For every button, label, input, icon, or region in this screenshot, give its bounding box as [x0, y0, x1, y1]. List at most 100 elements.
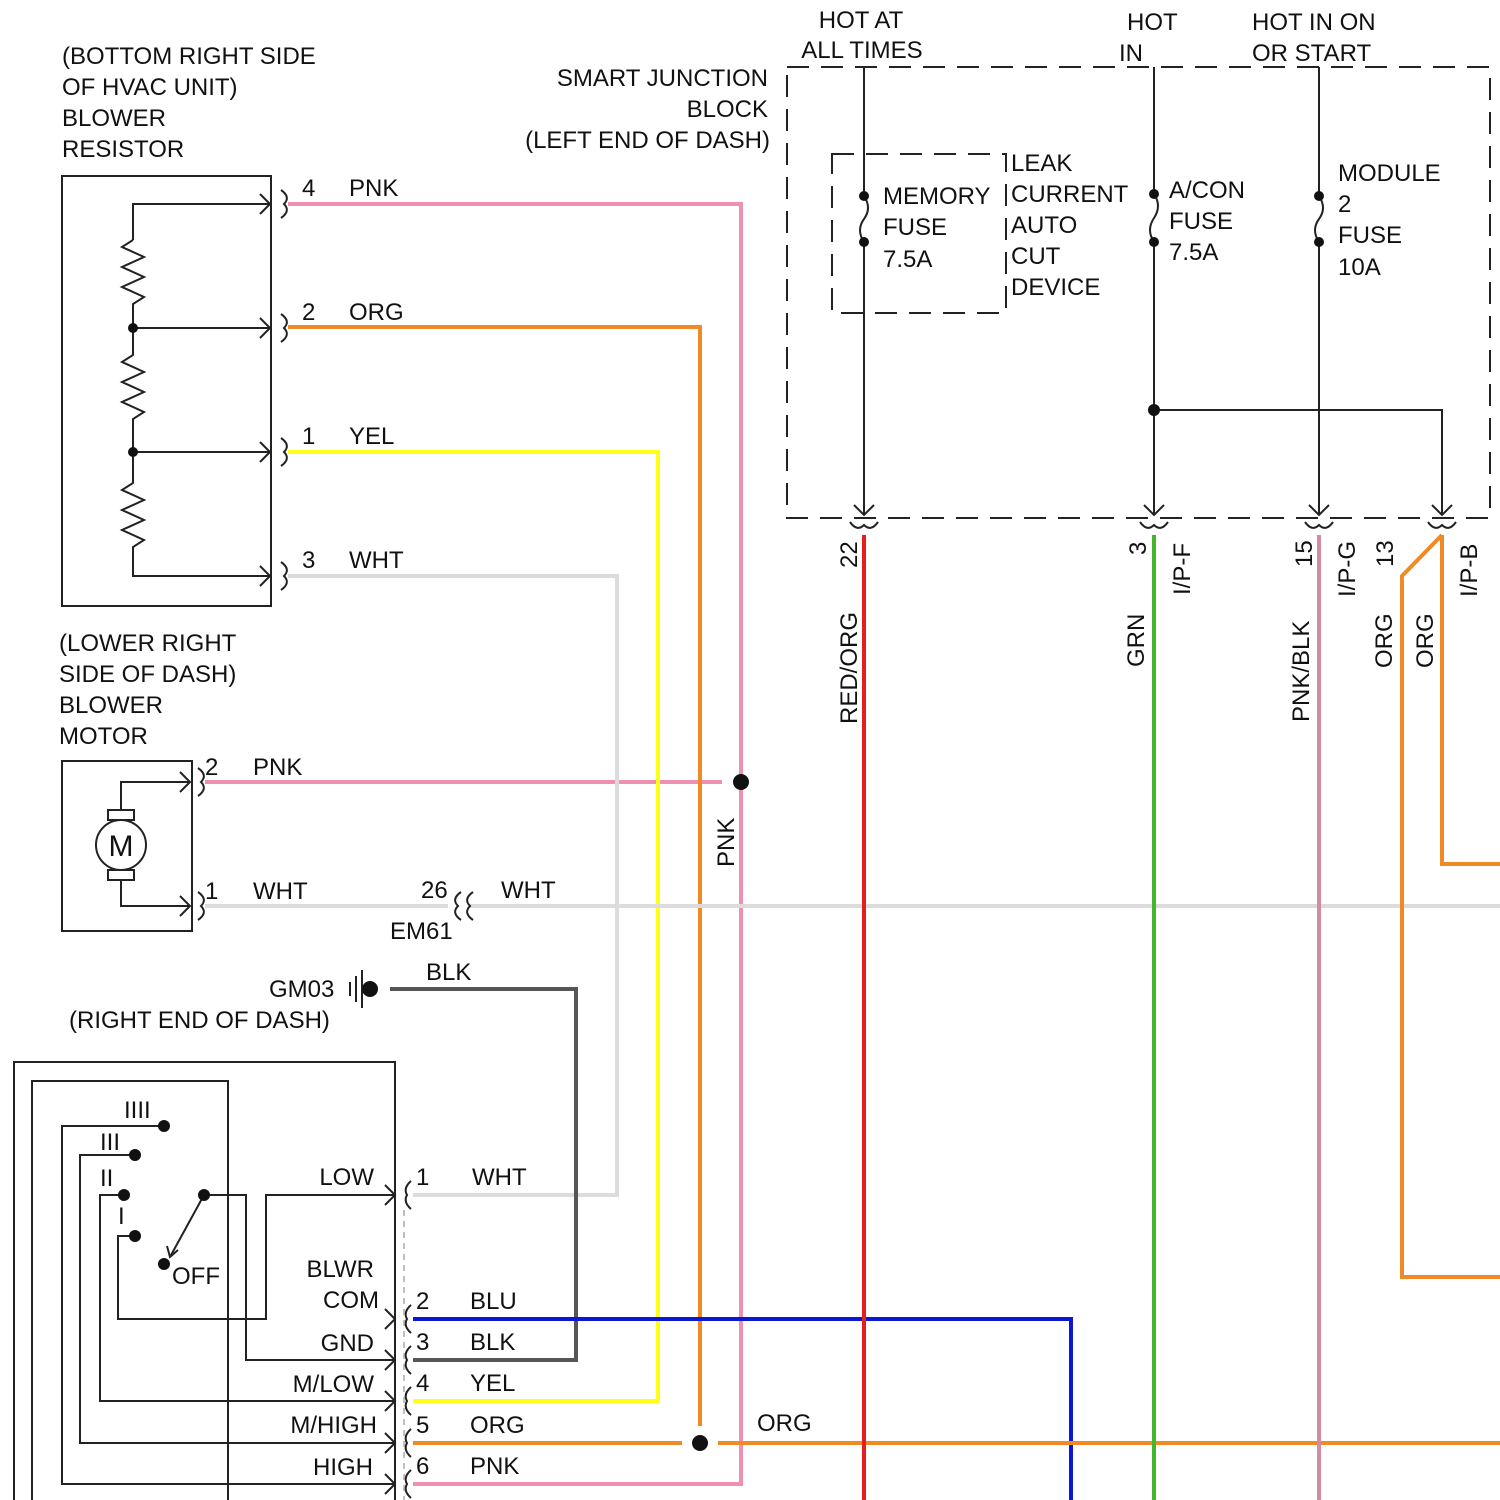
acon-fuse-1: A/CON: [1169, 177, 1245, 204]
motor-name-2: MOTOR: [59, 723, 148, 750]
power-label-1a: HOT AT: [819, 7, 904, 34]
motor-symbol-m: M: [109, 830, 134, 863]
sw-pos-iii: III: [100, 1129, 120, 1156]
sw-pos-i: I: [118, 1203, 125, 1230]
resistor-zigzag-3: [122, 452, 270, 576]
sw-wire-2: BLU: [470, 1288, 517, 1315]
sjb-out-wire-org-1: ORG: [1371, 613, 1398, 668]
resistor-pin-4: 4: [302, 175, 315, 202]
memory-fuse-3: 7.5A: [883, 246, 932, 273]
sw-contact-i: [129, 1230, 141, 1242]
sw-contact-com: [198, 1189, 210, 1201]
sjb-out-pin-22: 22: [836, 541, 863, 568]
resistor-node-dot-1: [128, 323, 138, 333]
motor-wire-pnk: PNK: [253, 754, 302, 781]
sw-pos-iiii: IIII: [124, 1097, 151, 1124]
resistor-node-dot-2: [128, 447, 138, 457]
module-fuse-1: MODULE: [1338, 160, 1441, 187]
resistor-pin-2: 2: [302, 299, 315, 326]
sw-pin-2: 2: [416, 1288, 429, 1315]
wires: [205, 204, 1500, 1500]
bus-acon-branch-dot: [1148, 404, 1160, 416]
leak-device-1: LEAK: [1011, 150, 1072, 177]
blower-resistor: (BOTTOM RIGHT SIDE OF HVAC UNIT) BLOWER …: [62, 43, 404, 606]
motor-lead-bottom: [121, 880, 190, 906]
sw-contact-off: [158, 1258, 170, 1270]
sjb-out-wire-pnkblk: PNK/BLK: [1288, 621, 1315, 722]
resistor-pin-3: 3: [302, 547, 315, 574]
sw-term-mlow: M/LOW: [293, 1371, 375, 1398]
resistor-name-1: BLOWER: [62, 105, 166, 132]
ground-location: (RIGHT END OF DASH): [69, 1007, 330, 1034]
sw-contact-iiii: [158, 1120, 170, 1132]
resistor-wire-org: ORG: [349, 299, 404, 326]
sjb-out-pin-13: 13: [1372, 540, 1399, 567]
sjb-out-wire-org-2: ORG: [1412, 613, 1439, 668]
org-bottom-label: ORG: [757, 1410, 812, 1437]
sw-pos-off: OFF: [172, 1263, 220, 1290]
motor-brush-top: [108, 810, 134, 820]
memory-fuse-1: MEMORY: [883, 183, 991, 210]
acon-fuse-3: 7.5A: [1169, 239, 1218, 266]
sw-term-gnd: GND: [321, 1330, 374, 1357]
resistor-wire-yel: YEL: [349, 423, 394, 450]
sw-pin-4: 4: [416, 1370, 429, 1397]
leak-device-2: CURRENT: [1011, 181, 1129, 208]
resistor-wire-pnk: PNK: [349, 175, 398, 202]
resistor-connector-marks: [260, 190, 287, 590]
resistor-zigzag-2: [122, 328, 144, 452]
resistor-zigzag-1: [122, 240, 144, 328]
leak-device-4: CUT: [1011, 243, 1061, 270]
sw-wire-6: PNK: [470, 1453, 519, 1480]
sjb-out-conn-ipb: I/P-B: [1456, 544, 1483, 597]
sw-wire-5: ORG: [470, 1412, 525, 1439]
motor-lead-top: [121, 782, 190, 810]
resistor-wire-wht: WHT: [349, 547, 404, 574]
sjb-name-3: (LEFT END OF DASH): [525, 127, 770, 154]
em61-connector-mark: [455, 892, 473, 920]
sjb-out-wire-redorg: RED/ORG: [836, 612, 863, 724]
motor-pin-1: 1: [205, 878, 218, 905]
module-fuse-4: 10A: [1338, 254, 1381, 281]
module-fuse-3: FUSE: [1338, 222, 1402, 249]
ground-name: GM03: [269, 976, 334, 1003]
ground-wire-blk: BLK: [426, 959, 471, 986]
motor-location-1: (LOWER RIGHT: [59, 630, 237, 657]
splice-org-dot: [692, 1435, 708, 1451]
sw-pin-3: 3: [416, 1329, 429, 1356]
sw-contact-iii: [129, 1149, 141, 1161]
sw-pin-1: 1: [416, 1164, 429, 1191]
sjb-out-conn-ipg: I/P-G: [1334, 541, 1361, 597]
resistor-location-1: (BOTTOM RIGHT SIDE: [62, 43, 316, 70]
sjb-out-pin-3: 3: [1125, 542, 1152, 555]
resistor-box: [62, 176, 271, 606]
module-fuse-2: 2: [1338, 191, 1351, 218]
leak-device-5: DEVICE: [1011, 274, 1100, 301]
em61-wire-wht: WHT: [501, 877, 556, 904]
resistor-lead-top: [133, 204, 270, 240]
sw-blade: [170, 1195, 204, 1257]
splice-pnk-dot: [733, 774, 749, 790]
acon-fuse-2: FUSE: [1169, 208, 1233, 235]
leak-device-3: AUTO: [1011, 212, 1077, 239]
memory-fuse-2: FUSE: [883, 214, 947, 241]
sw-term-com: COM: [323, 1287, 379, 1314]
sjb-name-1: SMART JUNCTION: [557, 65, 768, 92]
sjb-name-2: BLOCK: [687, 96, 768, 123]
ground-gm03: GM03 (RIGHT END OF DASH) BLK: [69, 959, 471, 1034]
bus-acon-branch: [1154, 410, 1442, 515]
motor-pin-2: 2: [205, 754, 218, 781]
sw-contact-ii: [118, 1189, 130, 1201]
motor-location-2: SIDE OF DASH): [59, 661, 236, 688]
sw-term-blwr: BLWR: [306, 1256, 374, 1283]
motor-wire-wht: WHT: [253, 878, 308, 905]
sjb-out-conn-ipf: I/P-F: [1169, 543, 1196, 595]
wire-resistor-wht: [288, 576, 617, 1195]
connector-em61: 26 EM61 WHT: [390, 877, 556, 945]
em61-name: EM61: [390, 918, 453, 945]
blower-motor: (LOWER RIGHT SIDE OF DASH) BLOWER MOTOR …: [59, 630, 308, 931]
power-label-3a: HOT IN ON: [1252, 9, 1376, 36]
sw-connector-marks: [385, 1181, 411, 1498]
smart-junction-block: SMART JUNCTION BLOCK (LEFT END OF DASH) …: [525, 7, 1490, 724]
